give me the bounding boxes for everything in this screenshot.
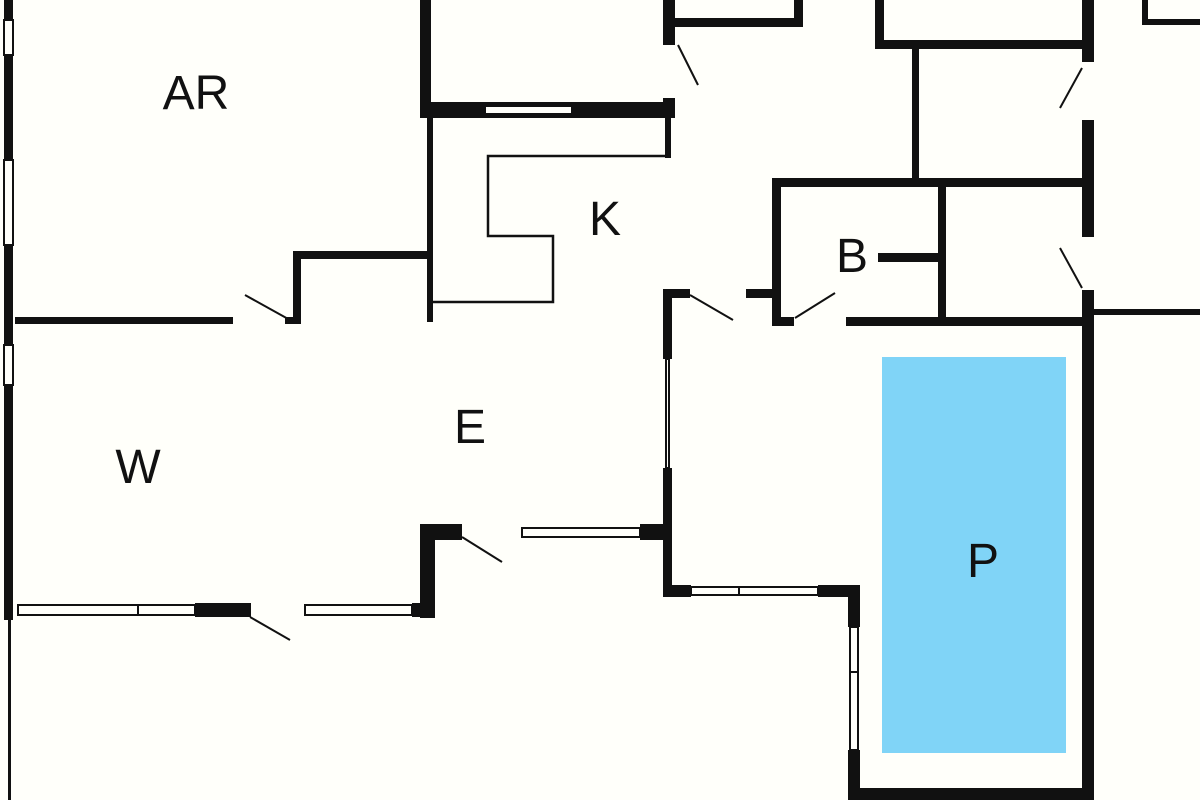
room-label-b: B [835,230,869,283]
room-label-k: K [588,193,622,246]
room-label-e: E [453,401,487,454]
walls [4,0,1200,800]
door-swings [244,44,1083,641]
kitchen-counter [430,154,668,304]
room-label-w: W [115,441,161,494]
room-label-ar: AR [162,67,230,120]
pool [882,357,1066,753]
room-label-p: P [966,535,1000,588]
windows [3,19,859,751]
